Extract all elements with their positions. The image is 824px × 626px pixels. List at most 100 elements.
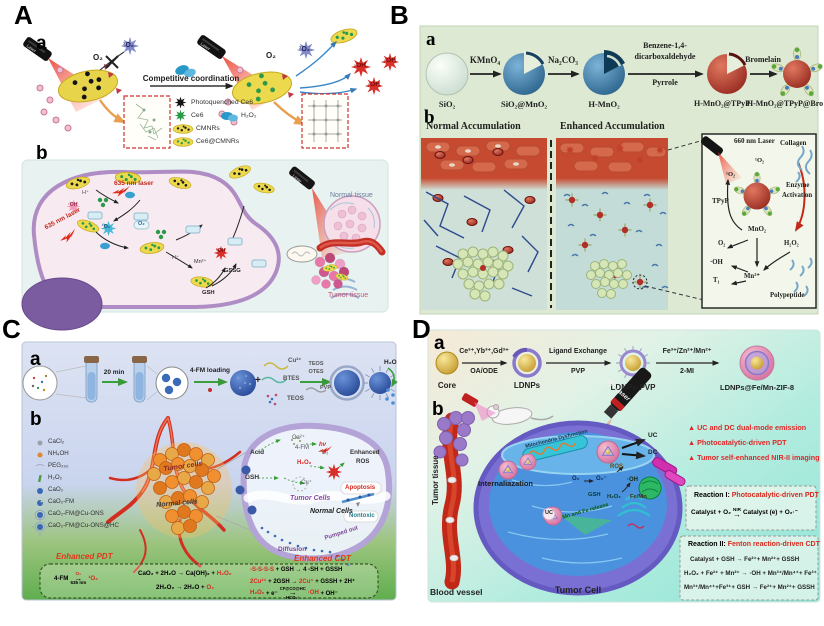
step3-bottom-label: 2-MI (680, 368, 694, 375)
pdt-equation-1: 4-FM O₂→635 nm ¹O₂ (54, 571, 98, 586)
released-nanorod (328, 25, 360, 47)
uc-dc-arrows (621, 438, 646, 460)
reaction2-eq3: Mn³⁺/Mn⁴⁺+Fe³⁺+ GSH → Fe²⁺+ Mn²⁺+ GSSH (684, 584, 815, 591)
legend-photoquenched-label: Photoquenched Ce6 (191, 99, 253, 106)
legend-item: CaO₂-FM@Cu-ONS@HC (48, 522, 119, 529)
water-droplets (385, 388, 395, 405)
tumor-cells-inner-label: Tumor Cells (290, 495, 331, 502)
normal-cells-inner-label: Normal Cells (310, 508, 353, 515)
reaction2-title: Reaction II: Fenton reaction-driven CDT (688, 541, 820, 548)
panel-b-sub-a: a (426, 29, 436, 50)
panel-a-sub-b: b (36, 143, 48, 164)
panel-a-sub-a: a (36, 33, 47, 54)
panel-a-artwork (21, 25, 400, 331)
enhanced-accumulation-panel (556, 138, 669, 310)
ion-dots (36, 66, 72, 132)
panel-b-artwork (419, 25, 823, 315)
nontoxic-label: Nontoxic (349, 513, 375, 519)
panel-c-letter: C (2, 314, 21, 344)
tpyp-label: TPyP (712, 197, 729, 205)
tumor-cell-label: Tumor Cell (554, 585, 602, 595)
tumor-mass (136, 442, 232, 538)
mn-label: Mn²⁺ (744, 273, 760, 280)
h2o2-icon (175, 65, 196, 78)
test-tube (84, 356, 99, 403)
label-badges (87, 211, 267, 268)
zif-particle (596, 440, 620, 464)
o2-label: O₂ (322, 450, 329, 456)
r1-arrow-over: NIR (733, 507, 741, 512)
tumor-tissue-icon (311, 252, 350, 289)
step3-top-label: Fe³⁺/Zn²⁺/Mn²⁺ (662, 348, 712, 355)
eq6-arrow: CF@CO@HC→HCO₃⁻ (280, 586, 306, 600)
ros-starburst (325, 463, 343, 481)
eq1-arrow: O₂→635 nm (70, 571, 86, 586)
reaction2-title-prefix: Reaction II: (688, 541, 726, 548)
arrow-glyph: → (74, 573, 83, 583)
eq5-body2: + GSSH + 2H⁺ (315, 579, 356, 585)
eq2-body: CaO₂ + 2H₂O → Ca(OH)₂ + (138, 570, 216, 577)
singlet-o2-label: ¹O₂ (726, 171, 735, 178)
cdt-equation-1: -S-S-S-S + GSH → 4 -SH + GSSH (250, 567, 342, 573)
blood-vessel-label: Blood vessel (430, 587, 483, 597)
cu-plus-label: Cu⁺ (301, 480, 312, 486)
damaged-dna (627, 523, 645, 529)
zoom-line (215, 449, 251, 471)
panel-d-sub-a: a (434, 333, 445, 354)
eq4-reactant: -S-S-S-S (250, 567, 274, 573)
legend-h2o2-label: H₂O₂ (241, 112, 257, 119)
reaction1-box (685, 485, 817, 531)
endosome-dots (235, 465, 257, 515)
panel-c-sub-a: a (30, 349, 41, 370)
structure-box-left (123, 95, 171, 149)
zoom-arrow (273, 101, 307, 126)
eq6-product: ·OH (307, 590, 319, 597)
reaction1-title-prefix: Reaction I: (694, 492, 730, 499)
apoptosis-pill (340, 481, 382, 495)
singlet-o2-label: ¹O₂ (299, 46, 310, 53)
panel-d-artwork (427, 329, 821, 603)
mitochondrion-icon (286, 245, 318, 263)
precursor-circle (22, 365, 87, 401)
eq6-body2: + OH⁻ (320, 590, 338, 597)
blood-vessel-highlight (319, 240, 384, 253)
uc-label: UC (648, 432, 658, 439)
ldnps-pvp-sphere (616, 346, 650, 380)
oh-arrow (299, 73, 351, 89)
diffusion-dots (260, 526, 350, 567)
step1-bottom-label: OA/ODE (470, 368, 498, 375)
panel-a-letter: A (14, 0, 33, 30)
diffusion-label: Diffusion (278, 546, 307, 553)
organelles (617, 457, 686, 517)
reaction1-equation: Catalyst + O₂ NIR→ Catalyst (e) + O₂·⁻ (691, 507, 798, 518)
normal-accumulation-panel (421, 138, 547, 310)
panel-d-sub-b: b (432, 399, 444, 420)
singlet-o2-label: ¹O₂ (755, 157, 764, 164)
panel-b-sub-b: b (424, 107, 435, 128)
panel-d-letter: D (412, 314, 431, 344)
legend-ce6-icon (174, 109, 187, 122)
cao2-fm-sphere (230, 370, 256, 396)
legend-item: CaCl₂ (48, 438, 65, 445)
ca-specks (291, 436, 301, 445)
h-plus-label: H⁺ (82, 190, 89, 196)
bromelain-label: Bromelain (745, 55, 781, 64)
o2-pill (133, 220, 150, 230)
oh-label: ·OH (384, 57, 396, 64)
femn-label: Fe/Mn (630, 494, 647, 500)
pink-beam (474, 402, 496, 421)
r1-eq-left: Catalyst + O₂ (691, 508, 731, 516)
panel-d: D a b Ce³⁺,Yb³⁺,Gd³⁺ OA/ODE Ligand Excha… (412, 315, 824, 626)
zoom-line (215, 515, 251, 531)
eq1-over: O₂ (75, 571, 82, 576)
h-mno2-tpyp-label: H-MnO₂@TPyP (693, 99, 751, 108)
laser-icon (289, 166, 315, 190)
eq6-reactant: H₂O₂ (250, 590, 265, 597)
equation-box (39, 563, 379, 599)
h2o2-label: H₂O₂ (607, 494, 621, 500)
balance-icon (341, 492, 375, 507)
eq6-under: HCO₃⁻ (286, 594, 300, 600)
legend-ce6-cmnrs-icon (172, 137, 194, 147)
legend-item: NH₄OH (48, 450, 69, 457)
